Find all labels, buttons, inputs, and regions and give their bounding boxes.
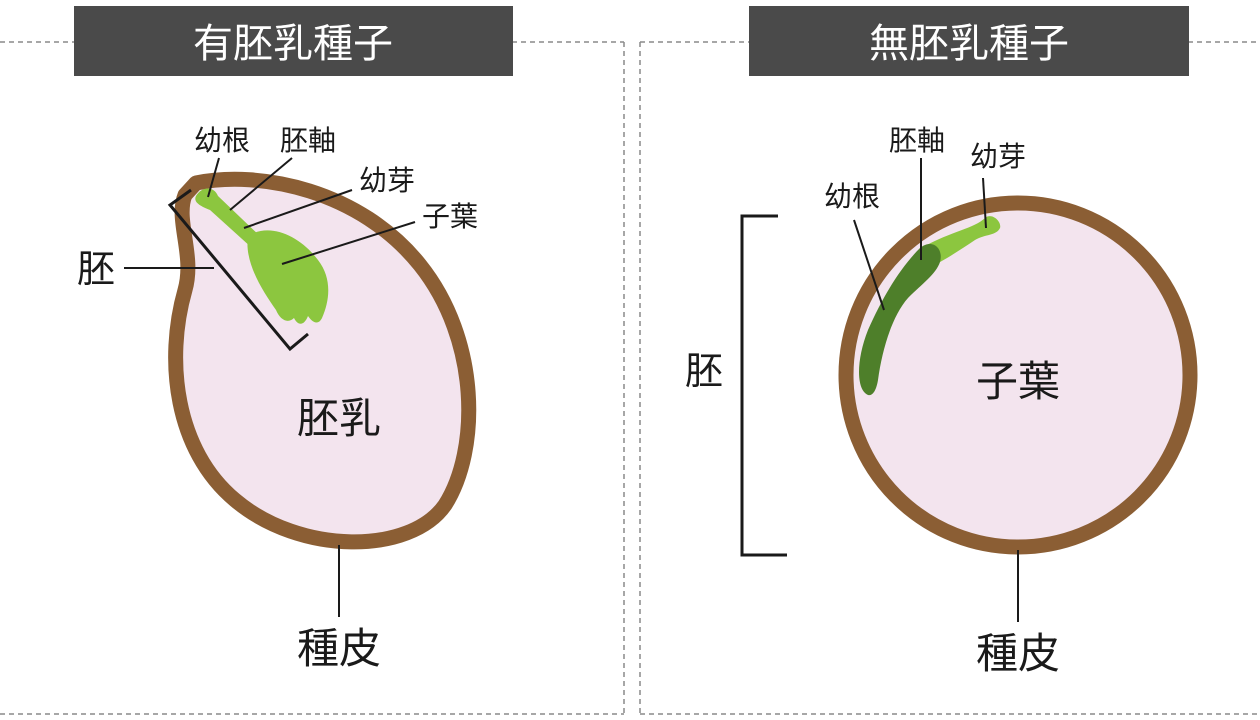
hypocotyl-label-left: 胚軸 [280,124,336,157]
right-title-bar: 無胚乳種子 [749,6,1189,76]
seed-coat-label-left: 種皮 [297,624,381,673]
right-embryo-bracket [740,214,787,557]
hypocotyl-leader-left [229,157,293,211]
hypocotyl-label-right: 胚軸 [889,124,945,157]
left-title-bar: 有胚乳種子 [74,6,513,76]
cotyledon-label-right: 子葉 [976,357,1060,406]
right-panel-title: 無胚乳種子 [869,21,1069,67]
embryo-label-right: 胚 [685,349,723,393]
plumule-leader-right [982,177,987,229]
left-panel-title: 有胚乳種子 [193,21,393,67]
albuminous-seed: 幼根 胚軸 幼芽 子葉 胚 胚乳 種皮 [77,124,478,673]
cotyledon-label-left: 子葉 [422,200,478,233]
cotyledon-leader-left [281,221,416,265]
exalbuminous-seed: 胚軸 幼芽 幼根 胚 子葉 種皮 [685,124,1198,678]
cotyledon-seed-body [838,195,1198,555]
right-radicle-shape [859,243,941,396]
plumule-label-left: 幼芽 [359,164,415,197]
left-cotyledon-shape [247,230,329,324]
right-panel-border [639,41,1260,715]
right-plumule-shape [925,216,1001,268]
seed-coat-label-right: 種皮 [976,629,1060,678]
radicle-label-right: 幼根 [824,180,880,213]
radicle-label-left: 幼根 [194,124,250,157]
radicle-leader-right [853,219,885,311]
left-embryo-bracket [167,188,309,352]
endosperm-label: 胚乳 [297,394,381,443]
left-panel-border [0,41,625,715]
right-embryo [859,216,1001,396]
embryo-label-left: 胚 [77,247,115,291]
radicle-leader-left [207,157,220,198]
left-hypocotyl-shape [195,188,262,248]
plumule-label-right: 幼芽 [970,140,1026,173]
left-embryo [195,188,329,324]
endosperm-seed-body [168,171,477,550]
plumule-leader-left [243,189,353,229]
